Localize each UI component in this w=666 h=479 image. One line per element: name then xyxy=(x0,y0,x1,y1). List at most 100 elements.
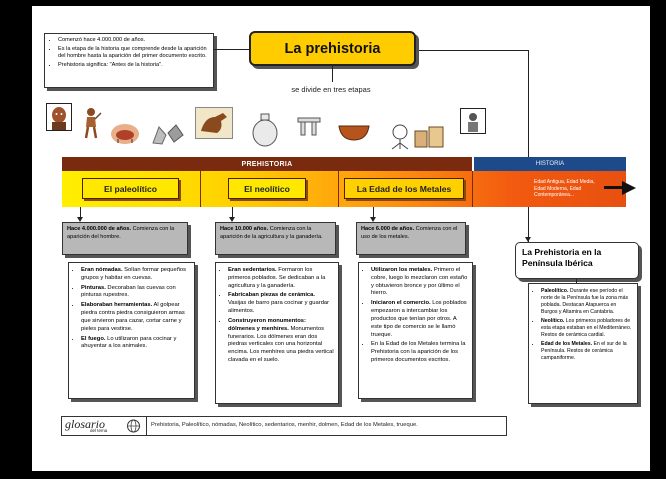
list-item: Elaboraban herramientas. Al golpear pied… xyxy=(81,302,190,333)
item-bold: Eran nómadas. xyxy=(81,267,123,273)
item-bold: Elaboraban herramientas. xyxy=(81,302,153,309)
header-bold: Hace 6.000 de años. xyxy=(361,226,415,232)
item-text: Monumentos funerarios. Los dólmenes eran… xyxy=(228,325,334,363)
item-text: En el sur de la Península. Restos de cer… xyxy=(541,341,627,362)
item-bold: Iniciaron el comercio. xyxy=(371,300,431,307)
neolitico-list: Eran sedentarios. Formaron los primeros … xyxy=(219,267,334,365)
prehistoric-man-icon xyxy=(84,108,102,139)
item-text: Decoraban las cuevas con pinturas rupest… xyxy=(81,284,176,299)
caveman-portrait-icon xyxy=(46,103,72,131)
item-text: Vasijas de barro para cocinar y guardar … xyxy=(228,300,330,315)
item-text: Primero el cobre, luego lo mezclaron con… xyxy=(371,267,468,297)
timeline-arrow-shaft xyxy=(604,186,624,189)
glossary-sub: del tema xyxy=(90,428,108,433)
item-bold: Edad de los Metales. xyxy=(541,341,593,348)
globe-icon xyxy=(127,419,140,433)
iberia-list: Paleolítico. Durante ese período el nort… xyxy=(532,288,634,362)
timeline-arrow-icon xyxy=(622,181,636,195)
item-bold: Neolítico. xyxy=(541,318,565,325)
list-item: El fuego. Lo utilizaron para cocinar y a… xyxy=(81,336,190,352)
divide-label: se divide en tres etapas xyxy=(291,85,371,94)
header-bold: Hace 4.000.000 de años. xyxy=(67,226,132,232)
sacks-trade-icon xyxy=(414,126,444,148)
intro-item: Comenzó hace 4.000.000 de años. xyxy=(58,37,209,44)
item-bold: Construyeron monumentos: dólmenes y menh… xyxy=(228,317,306,332)
intro-item: Es la etapa de la historia que comprende… xyxy=(58,46,209,61)
connector-title-down xyxy=(332,66,333,82)
list-item: Eran nómadas. Solían formar pequeños gru… xyxy=(81,267,190,283)
metales-header: Hace 6.000 de años. Comienza con el uso … xyxy=(356,222,466,255)
cave-painting-icon xyxy=(111,124,139,144)
paleolitico-details: Eran nómadas. Solían formar pequeños gru… xyxy=(68,262,195,399)
list-item: Neolítico. Los primeros pobladores de es… xyxy=(541,318,634,339)
period-metales: La Edad de los Metales xyxy=(344,178,464,199)
page-title: La prehistoria xyxy=(249,31,416,66)
intro-item: Prehistoria significa: "Antes de la hist… xyxy=(58,62,209,69)
item-bold: Paleolítico. xyxy=(541,288,569,294)
connector-arrow xyxy=(229,217,235,222)
item-bold: Utilizaron los metales. xyxy=(371,267,433,273)
item-text: Formaron los primeros poblados. Se dedic… xyxy=(228,267,326,289)
list-item: Paleolítico. Durante ese período el nort… xyxy=(541,288,634,316)
intro-list: Comenzó hace 4.000.000 de años. Es la et… xyxy=(49,37,209,70)
timeline-divider xyxy=(338,171,339,207)
header-text: Comienza con la aparición de la agricult… xyxy=(220,226,323,240)
connector-intro xyxy=(214,49,249,50)
glossary-terms: Prehistoria, Paleolítico, nómadas, Neolí… xyxy=(151,422,418,428)
connector-arrow xyxy=(370,217,376,222)
timeline-divider xyxy=(472,171,473,207)
list-item: Eran sedentarios. Formaron los primeros … xyxy=(228,267,334,290)
metales-details: Utilizaron los metales. Primero el cobre… xyxy=(358,262,473,399)
list-item: Construyeron monumentos: dólmenes y menh… xyxy=(228,318,334,365)
connector xyxy=(232,207,233,220)
list-item: Iniciaron el comercio. Los poblados empe… xyxy=(371,300,468,339)
iberia-title: La Prehistoria en la Península Ibérica xyxy=(515,242,639,279)
paleolitico-list: Eran nómadas. Solían formar pequeños gru… xyxy=(72,267,190,351)
historia-ages: Edad Antigua, Edad Media, Edad Moderna, … xyxy=(534,179,595,198)
intro-box: Comenzó hace 4.000.000 de años. Es la et… xyxy=(44,33,214,88)
bronze-bowl-icon xyxy=(338,125,370,141)
neolitico-details: Eran sedentarios. Formaron los primeros … xyxy=(215,262,339,404)
header-text: Comienza con el uso de los metales. xyxy=(361,226,458,240)
item-text: Al golpear piedra contra piedra consigui… xyxy=(81,302,185,332)
list-item: Edad de los Metales. En el sur de la Pen… xyxy=(541,341,634,362)
dolmen-icon xyxy=(297,117,321,136)
list-item: Pinturas. Decoraban las cuevas con pintu… xyxy=(81,285,190,301)
item-text: Lo utilizaron para cocinar y ahuyentar a… xyxy=(81,335,177,350)
list-item: Utilizaron los metales. Primero el cobre… xyxy=(371,267,468,298)
historia-bar: HISTORIA xyxy=(474,157,626,171)
timeline-divider xyxy=(200,171,201,207)
period-neolitico: El neolítico xyxy=(228,178,306,199)
item-text: En la Edad de los Metales termina la Pre… xyxy=(371,341,466,363)
item-text: Solían formar pequeños grupos y habitar … xyxy=(81,267,187,281)
item-bold: Eran sedentarios. xyxy=(228,267,277,273)
header-text: Comienza con la aparición del hombre. xyxy=(67,226,175,240)
connector xyxy=(576,279,577,283)
item-text: Los primeros pobladores de esta etapa es… xyxy=(541,318,632,339)
prehistoria-bar: PREHISTORIA xyxy=(62,157,472,171)
connector-arrow xyxy=(77,217,83,222)
glossary-logo: glosario del tema xyxy=(62,417,147,435)
neolitico-header: Hace 10.000 años. Comienza con la aparic… xyxy=(215,222,336,255)
item-bold: Pinturas. xyxy=(81,284,106,291)
horse-painting-icon xyxy=(195,107,233,139)
connector-iberia xyxy=(528,50,529,242)
list-item: Fabricaban piezas de cerámica. Vasijas d… xyxy=(228,292,334,315)
iberia-details: Paleolítico. Durante ese período el nort… xyxy=(528,283,638,404)
metales-list: Utilizaron los metales. Primero el cobre… xyxy=(362,267,468,365)
list-item: En la Edad de los Metales termina la Pre… xyxy=(371,341,468,364)
connector-arrow xyxy=(525,237,531,242)
clay-vessel-icon xyxy=(252,113,278,147)
item-bold: El fuego. xyxy=(81,335,106,342)
glossary-bar: glosario del tema Prehistoria, Paleolíti… xyxy=(61,416,507,436)
connector-title-right xyxy=(416,50,528,51)
stone-tool-icon xyxy=(152,126,167,145)
trade-figure-icon xyxy=(391,124,409,150)
writing-figure-icon xyxy=(460,108,486,134)
item-text: Los poblados empezaron a intercambiar lo… xyxy=(371,300,467,338)
period-paleolitico: El paleolítico xyxy=(82,178,179,199)
connector xyxy=(80,207,81,220)
paleolitico-header: Hace 4.000.000 de años. Comienza con la … xyxy=(62,222,188,255)
connector xyxy=(373,207,374,220)
